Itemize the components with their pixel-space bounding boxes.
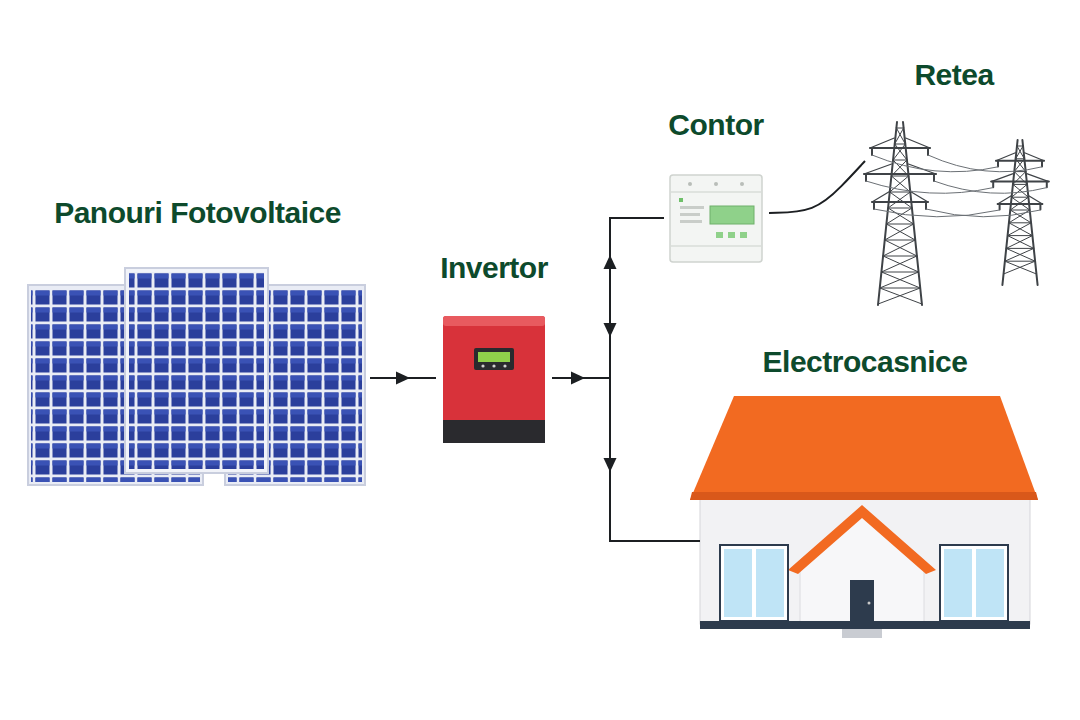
component-label: Electrocasnice xyxy=(763,344,968,380)
power-line xyxy=(926,209,1040,217)
house xyxy=(690,396,1038,638)
connector xyxy=(604,218,701,541)
connector xyxy=(769,161,865,213)
component-label: Invertor xyxy=(440,250,548,286)
heading-wrap: Electrocasnice xyxy=(700,344,1030,380)
inverter xyxy=(443,316,545,443)
connector xyxy=(552,218,664,385)
heading-wrap: Panouri Fotovoltaice xyxy=(25,195,370,231)
heading-wrap: Invertor xyxy=(436,250,552,286)
component-label: Contor xyxy=(668,107,763,143)
arrowhead xyxy=(604,323,617,337)
power-line xyxy=(928,155,1042,172)
connector xyxy=(370,372,436,385)
meter xyxy=(670,175,762,262)
connector-line xyxy=(769,161,865,213)
power-line xyxy=(934,181,1047,193)
heading-wrap: Contor xyxy=(664,107,768,143)
component-node: Retea xyxy=(858,57,1050,307)
connector-line xyxy=(552,218,664,378)
component-label: Panouri Fotovoltaice xyxy=(54,195,341,231)
heading-wrap: Retea xyxy=(858,57,1050,93)
power-line xyxy=(874,209,1000,217)
arrowhead xyxy=(604,458,617,472)
solar-panels xyxy=(28,268,365,485)
component-node: Invertor xyxy=(436,250,552,443)
pylon xyxy=(991,140,1049,285)
component-node: Contor xyxy=(664,107,768,262)
component-node: Electrocasnice xyxy=(700,344,1030,640)
connector xyxy=(552,378,700,541)
connector-line xyxy=(552,378,700,541)
transmission-towers xyxy=(864,122,1049,305)
component-node: Panouri Fotovoltaice xyxy=(25,195,370,487)
arrowhead xyxy=(396,372,410,385)
component-label: Retea xyxy=(914,57,993,93)
connector-line xyxy=(610,218,700,541)
